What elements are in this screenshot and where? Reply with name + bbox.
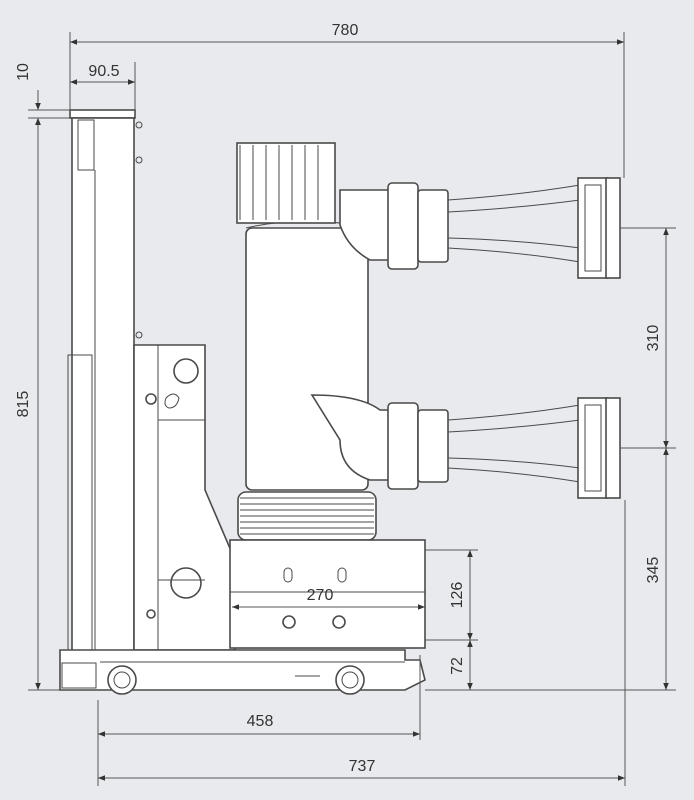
mechanism-frame — [133, 344, 236, 651]
front-wheel — [107, 665, 137, 695]
dimension-lines — [28, 32, 676, 786]
upper-inspection-hole — [173, 358, 199, 384]
dim-top-small: 10 — [15, 63, 32, 81]
top-cap — [69, 109, 136, 119]
dimension-labels: 780 90.5 10 815 310 345 270 126 72 458 7… — [15, 22, 662, 775]
chassis — [59, 649, 426, 695]
upper-contact-arm — [339, 177, 621, 279]
dim-pole-spacing: 310 — [645, 325, 662, 352]
dim-lower-terminal: 345 — [645, 557, 662, 584]
bellows — [237, 491, 377, 541]
dim-mount-holes: 270 — [307, 587, 334, 604]
hook-icon — [164, 393, 180, 409]
dim-base-depth: 737 — [349, 758, 376, 775]
dim-overall-height: 815 — [15, 391, 32, 418]
lower-contact-arm — [310, 394, 621, 499]
dim-mount-hole-height: 126 — [449, 582, 466, 609]
handle-slot — [77, 119, 95, 171]
cooling-fins — [236, 142, 336, 224]
front-panel — [71, 117, 135, 664]
dim-wheel-base: 458 — [247, 713, 274, 730]
dim-overall-width: 780 — [332, 22, 359, 39]
base-block — [229, 539, 426, 649]
lower-inspection-hole — [170, 567, 202, 599]
breaker-body — [59, 109, 621, 695]
dim-top-offset: 90.5 — [88, 63, 119, 80]
dim-wheel-height: 72 — [449, 657, 466, 675]
rear-wheel — [335, 665, 365, 695]
